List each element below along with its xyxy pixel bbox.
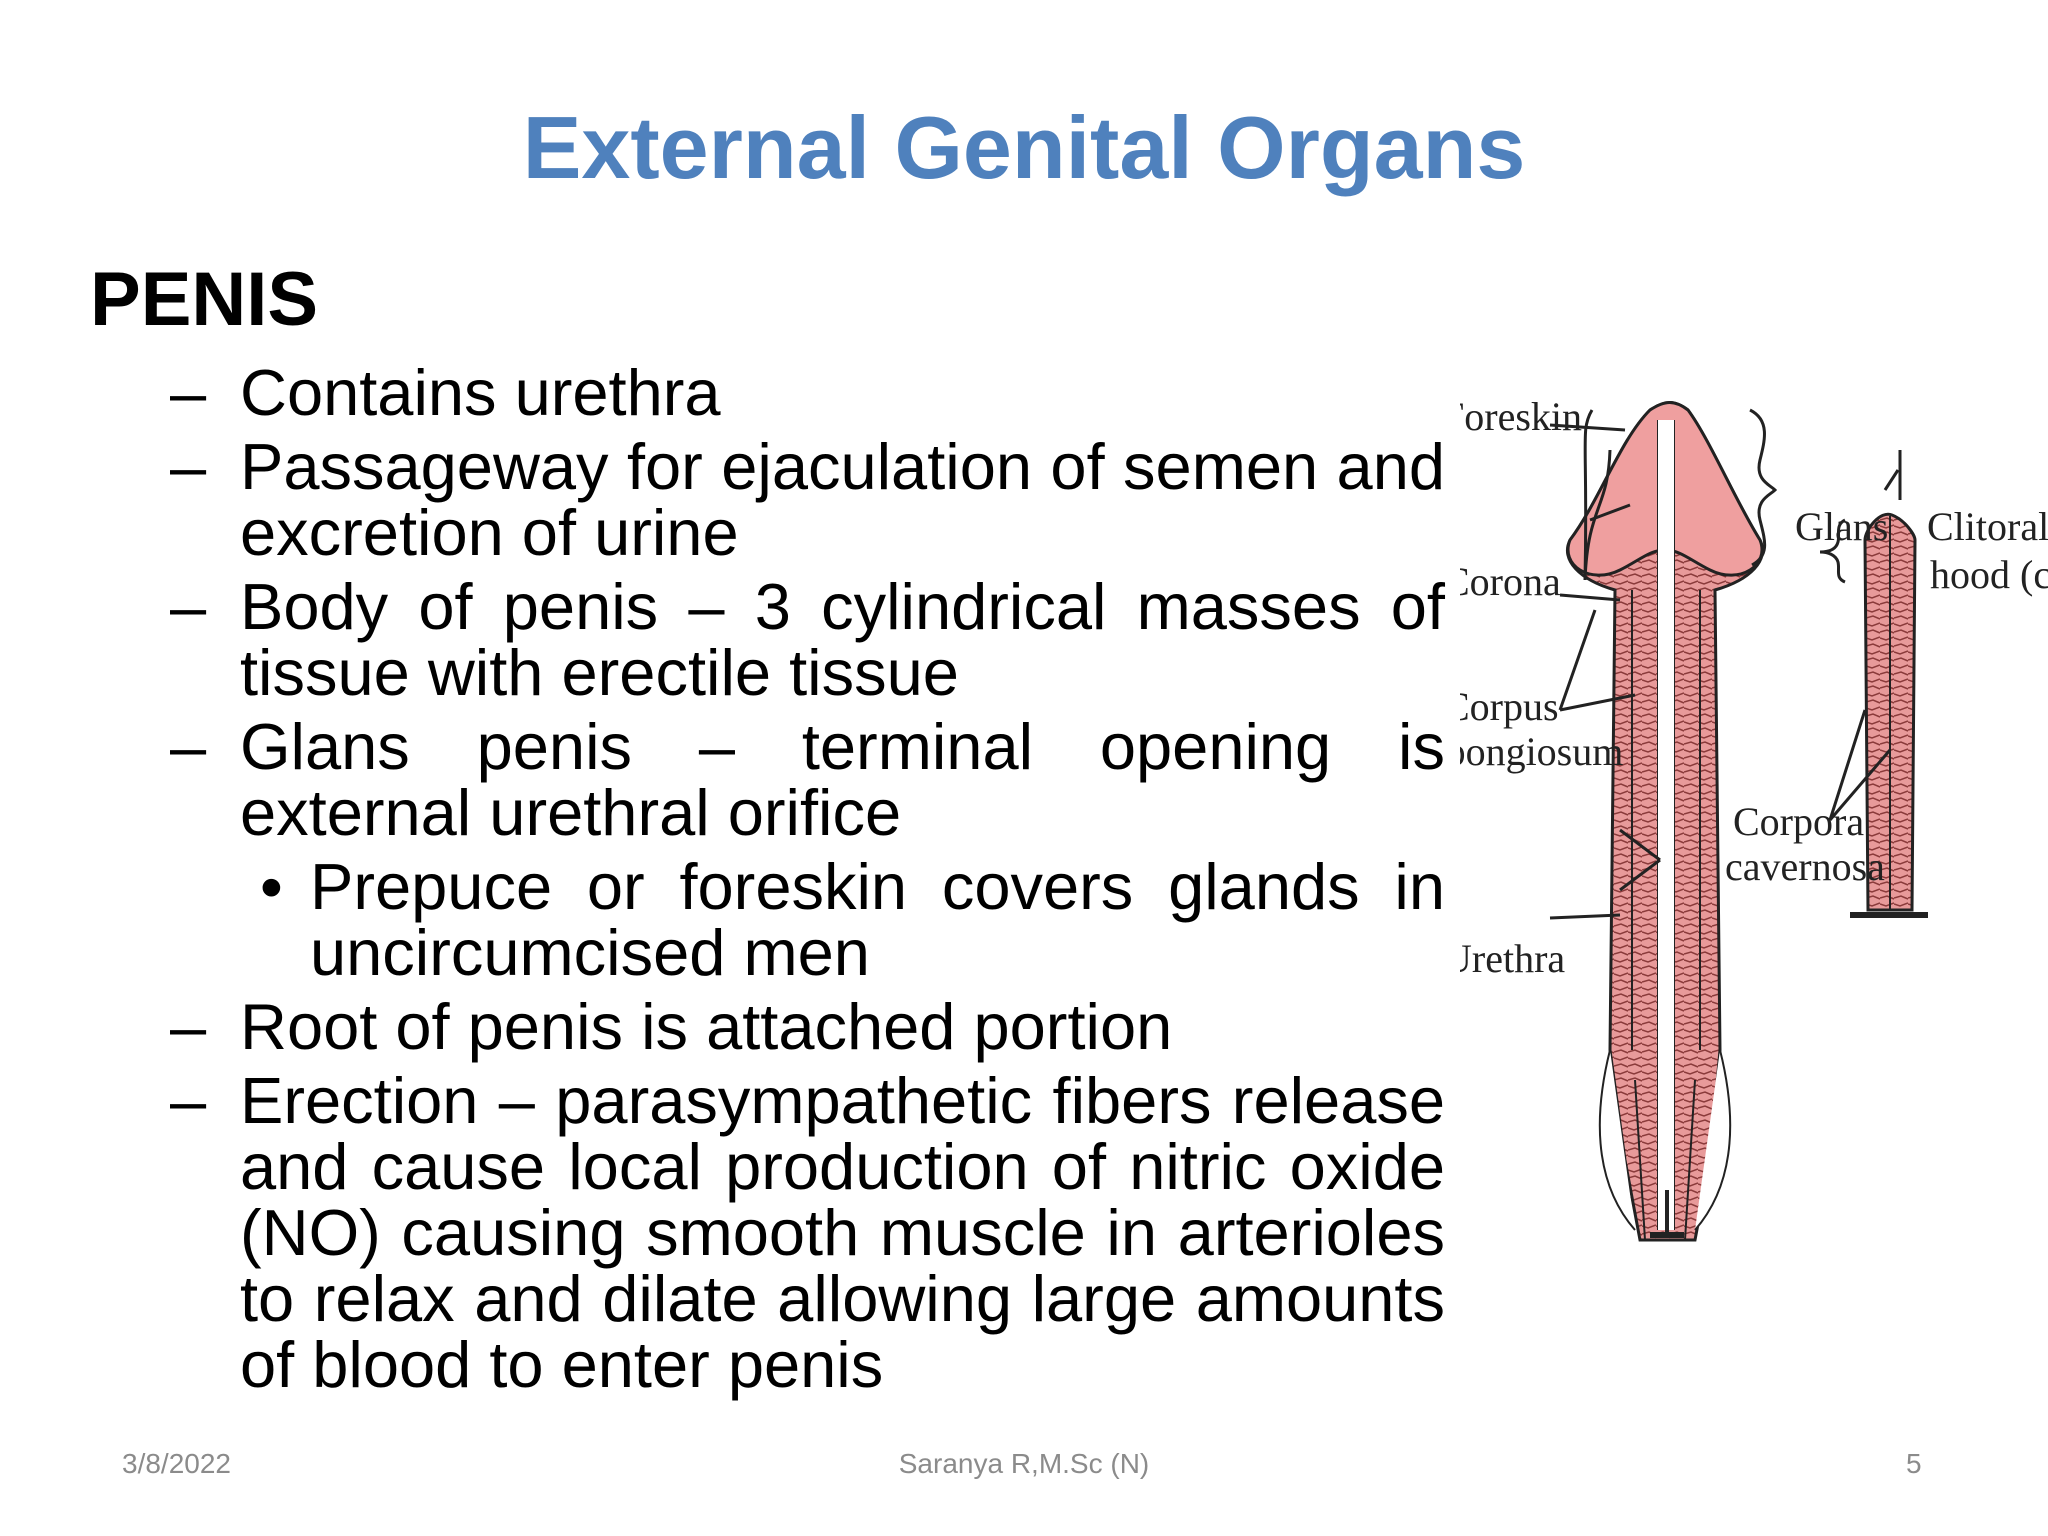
label-corpus: Corpus	[1460, 684, 1559, 729]
list-item: – Contains urethra	[170, 360, 1445, 426]
list-item-text: Glans penis – terminal opening is extern…	[240, 710, 1445, 849]
label-glans: Glans	[1795, 504, 1888, 549]
sub-list-item: • Prepuce or foreskin covers glands in u…	[260, 854, 1445, 986]
dash-marker: –	[170, 356, 207, 429]
footer-author: Saranya R,M.Sc (N)	[898, 1448, 1150, 1479]
list-item: – Glans penis – terminal opening is exte…	[170, 714, 1445, 846]
list-item-text: Passageway for ejaculation of semen and …	[240, 430, 1445, 569]
label-corona: Corona	[1460, 559, 1561, 604]
list-item: – Body of penis – 3 cylindrical masses o…	[170, 574, 1445, 706]
list-item-text: Prepuce or foreskin covers glands in unc…	[310, 850, 1445, 989]
label-corpora: Corpora	[1733, 799, 1864, 844]
penis-anatomy-diagram: Foreskin Glans Clitoral hood (cut) Coron…	[1460, 394, 2048, 1242]
clitoris-base-bar	[1850, 912, 1928, 918]
leader-lines	[1549, 409, 1902, 920]
dash-marker: –	[170, 710, 207, 783]
root-fans	[1598, 1049, 1732, 1241]
list-item: – Root of penis is attached portion	[170, 994, 1445, 1060]
base-stem	[1665, 1190, 1669, 1234]
label-clitoral: Clitoral	[1927, 504, 2048, 549]
brace-lines	[1749, 408, 1846, 584]
bullet-marker: •	[260, 850, 283, 923]
clitoris-illustration	[1850, 512, 1928, 918]
dash-marker: –	[170, 1064, 207, 1137]
dash-marker: –	[170, 990, 207, 1063]
section-heading: PENIS	[90, 257, 319, 342]
list-item-text: Body of penis – 3 cylindrical masses of …	[240, 570, 1445, 709]
dash-marker: –	[170, 430, 207, 503]
page-number: 5	[1906, 1448, 1922, 1479]
footer-date: 3/8/2022	[122, 1448, 231, 1479]
list-item-text: Root of penis is attached portion	[240, 990, 1173, 1063]
label-foreskin: Foreskin	[1460, 394, 1582, 439]
slide-title: External Genital Organs	[522, 98, 1526, 197]
list-item-text: Erection – parasympathetic fibers releas…	[240, 1064, 1445, 1401]
list-item-text: Contains urethra	[240, 356, 721, 429]
label-cavernosa: cavernosa	[1725, 844, 1885, 889]
base-bar	[1650, 1232, 1684, 1238]
label-hood-cut: hood (cut)	[1930, 552, 2048, 597]
list-item: – Erection – parasympathetic fibers rele…	[170, 1068, 1445, 1398]
bullet-list: – Contains urethra – Passageway for ejac…	[170, 360, 1445, 1406]
list-item: – Passageway for ejaculation of semen an…	[170, 434, 1445, 566]
penis-illustration	[1565, 401, 1765, 1242]
urethra-lumen	[1658, 420, 1674, 1230]
label-urethra: Urethra	[1460, 936, 1565, 981]
corpora-divider	[1631, 590, 1701, 1050]
dash-marker: –	[170, 570, 207, 643]
label-spongiosum: spongiosum	[1460, 729, 1623, 774]
